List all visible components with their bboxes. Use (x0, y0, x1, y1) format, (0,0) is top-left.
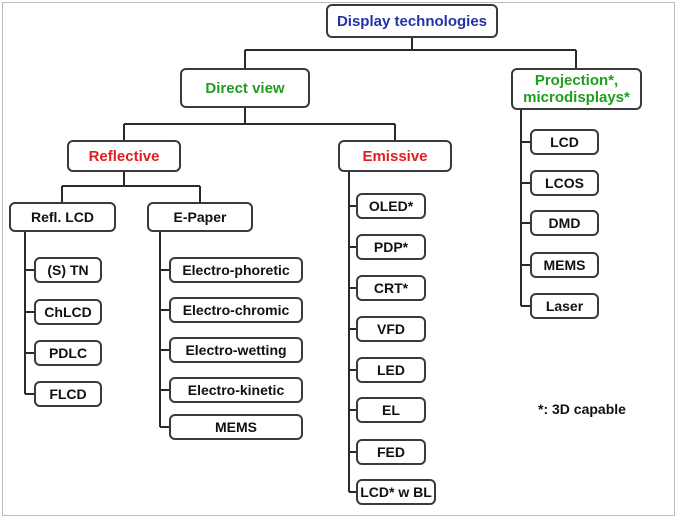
node-emissive: Emissive (338, 140, 452, 172)
note-3d-capable: *: 3D capable (538, 401, 626, 417)
node-e-paper: E-Paper (147, 202, 253, 232)
node-refl-lcd: Refl. LCD (9, 202, 116, 232)
node-oled: OLED* (356, 193, 426, 219)
node-lcos: LCOS (530, 170, 599, 196)
node-electro-chromic: Electro-chromic (169, 297, 303, 323)
node-fed: FED (356, 439, 426, 465)
node-lcd: LCD (530, 129, 599, 155)
node-mems-epaper: MEMS (169, 414, 303, 440)
projection-label-line1: Projection*, (534, 72, 619, 89)
projection-label-line2: microdisplays* (523, 89, 630, 106)
node-electro-wetting: Electro-wetting (169, 337, 303, 363)
node-electro-kinetic: Electro-kinetic (169, 377, 303, 403)
node-pdlc: PDLC (34, 340, 102, 366)
node-pdp: PDP* (356, 234, 426, 260)
node-mems-projection: MEMS (530, 252, 599, 278)
node-led: LED (356, 357, 426, 383)
node-lcd-w-bl: LCD* w BL (356, 479, 436, 505)
node-projection-microdisplays: Projection*, microdisplays* (511, 68, 642, 110)
node-laser: Laser (530, 293, 599, 319)
node-dmd: DMD (530, 210, 599, 236)
node-el: EL (356, 397, 426, 423)
node-crt: CRT* (356, 275, 426, 301)
node-vfd: VFD (356, 316, 426, 342)
node-s-tn: (S) TN (34, 257, 102, 283)
node-reflective: Reflective (67, 140, 181, 172)
node-electro-phoretic: Electro-phoretic (169, 257, 303, 283)
node-flcd: FLCD (34, 381, 102, 407)
node-direct-view: Direct view (180, 68, 310, 108)
node-chlcd: ChLCD (34, 299, 102, 325)
node-display-technologies: Display technologies (326, 4, 498, 38)
